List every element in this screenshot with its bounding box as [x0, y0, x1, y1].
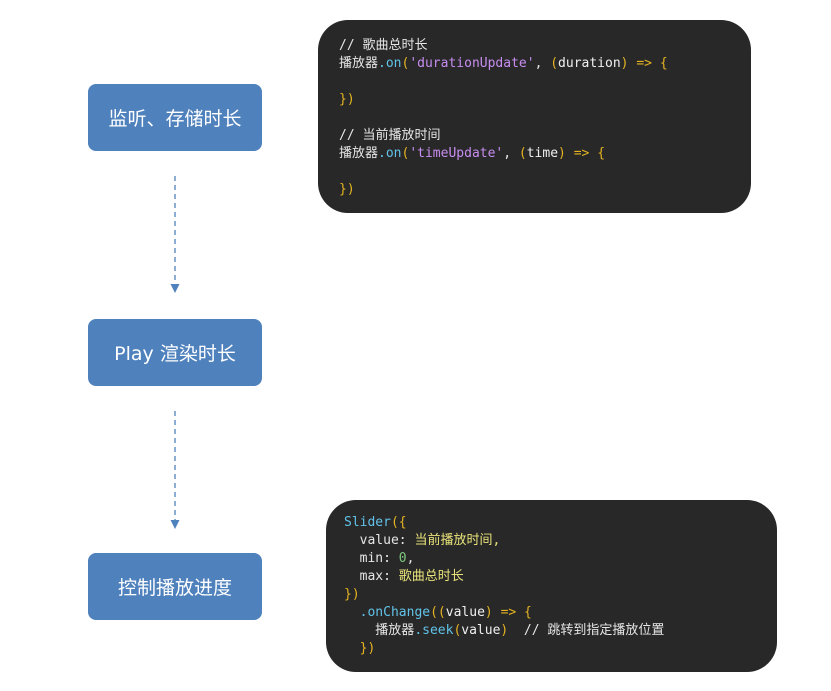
code-token: ( [401, 56, 410, 71]
code-line [339, 109, 751, 127]
code-line: }) [344, 640, 777, 658]
code-line: value: 当前播放时间, [344, 532, 777, 550]
code-token: .onChange [359, 605, 431, 620]
step-label: 控制播放进度 [117, 577, 232, 599]
duration-listener-code: // 歌曲总时长播放器.on('durationUpdate', (durati… [318, 20, 751, 213]
code-line: 播放器.seek(value) // 跳转到指定播放位置 [344, 622, 777, 640]
code-token: max: [344, 569, 399, 584]
code-line: min: 0, [344, 550, 777, 568]
code-token: 'timeUpdate' [409, 146, 504, 161]
code-line: // 歌曲总时长 [339, 37, 751, 55]
code-line [339, 163, 751, 181]
code-line: // 当前播放时间 [339, 127, 751, 145]
code-token: 0 [398, 551, 407, 566]
step-control-progress: 控制播放进度 [88, 553, 262, 620]
code-line [339, 73, 751, 91]
code-token: , [406, 551, 415, 566]
code-token: { [524, 605, 532, 620]
code-line: }) [339, 91, 751, 109]
code-token: ( [550, 56, 559, 71]
code-token: 当前播放时间, [414, 533, 501, 548]
code-token: 歌曲总时长 [398, 569, 464, 584]
code-line: 播放器.on('durationUpdate', (duration) => { [339, 55, 751, 73]
code-token [516, 605, 524, 620]
code-line: }) [339, 181, 751, 199]
code-token: (( [430, 605, 446, 620]
code-line: }) [344, 586, 777, 604]
code-token: duration [558, 56, 621, 71]
code-token: // 歌曲总时长 [339, 38, 428, 53]
code-token: value: [344, 533, 415, 548]
code-token: }) [344, 587, 360, 602]
code-token: ({ [390, 515, 407, 530]
code-line: .onChange((value) => { [344, 604, 777, 622]
connector-2-to-3 [170, 411, 180, 529]
code-token: { [659, 56, 668, 71]
slider-code: Slider({ value: 当前播放时间, min: 0, max: 歌曲总… [326, 500, 777, 672]
code-token: ( [401, 146, 410, 161]
code-token: .on [378, 56, 402, 71]
step-listen-store-duration: 监听、存储时长 [88, 84, 262, 151]
step-label: Play 渲染时长 [114, 343, 236, 365]
code-token: value [461, 623, 501, 638]
code-token [589, 146, 597, 161]
code-token: 播放器 [344, 623, 415, 638]
connector-1-to-2 [170, 176, 180, 293]
code-line: Slider({ [344, 514, 777, 532]
code-token: }) [359, 641, 376, 656]
code-token: }) [339, 182, 355, 197]
code-token: }) [339, 92, 355, 107]
code-token: => [573, 146, 590, 161]
code-token [566, 146, 574, 161]
code-line: max: 歌曲总时长 [344, 568, 777, 586]
arrow-down-icon [170, 520, 180, 529]
code-token: => [636, 56, 652, 71]
code-token: , [503, 146, 519, 161]
code-token: .seek [414, 623, 454, 638]
code-token: ) [484, 605, 493, 620]
code-token: ( [518, 146, 527, 161]
code-token: // 当前播放时间 [339, 128, 441, 143]
code-token [344, 605, 360, 620]
code-token [493, 605, 501, 620]
code-token: Slider [344, 515, 391, 530]
code-token: // 跳转到指定播放位置 [508, 623, 665, 638]
code-token: => [500, 605, 517, 620]
code-token: 'durationUpdate' [409, 56, 535, 71]
code-line: 播放器.on('timeUpdate', (time) => { [339, 145, 751, 163]
code-token: ) [620, 56, 629, 71]
step-render-duration: Play 渲染时长 [88, 319, 262, 386]
code-token: ) [558, 146, 566, 161]
code-token: { [597, 146, 606, 161]
code-token [344, 641, 360, 656]
code-token: ( [453, 623, 462, 638]
code-token [652, 56, 660, 71]
code-token: .on [378, 146, 402, 161]
code-token: value [445, 605, 485, 620]
code-token: , [534, 56, 551, 71]
code-token: min: [344, 551, 399, 566]
code-token: ) [500, 623, 509, 638]
code-token: 播放器 [339, 146, 379, 161]
code-token: time [526, 146, 559, 161]
step-label: 监听、存储时长 [108, 108, 242, 130]
code-token: 播放器 [339, 56, 379, 71]
arrow-down-icon [170, 284, 180, 293]
